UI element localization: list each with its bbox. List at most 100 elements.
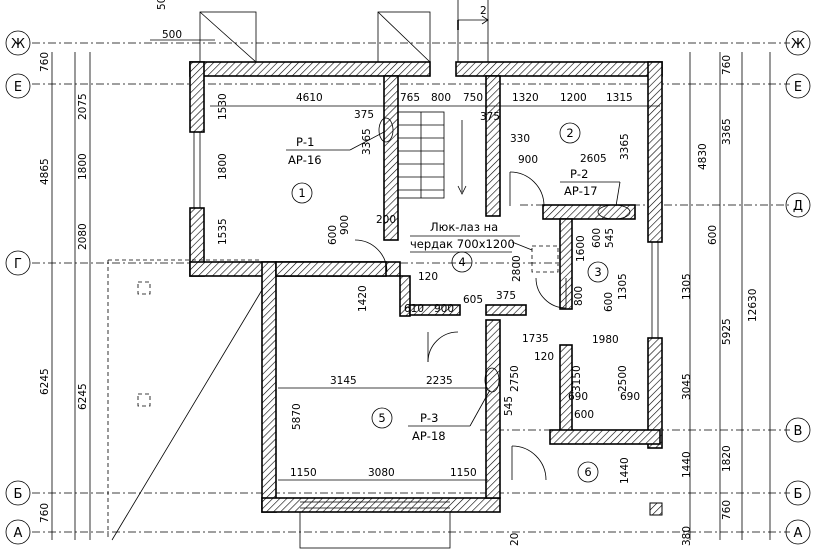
svg-text:1820: 1820 (721, 445, 733, 472)
svg-text:600: 600 (327, 225, 339, 245)
attic-hatch (511, 241, 559, 273)
svg-text:1800: 1800 (217, 153, 229, 180)
svg-text:1150: 1150 (290, 467, 317, 479)
room-5: 5 (371, 407, 393, 429)
svg-text:Б: Б (794, 487, 803, 502)
svg-text:6245: 6245 (77, 383, 89, 410)
svg-text:Ж: Ж (11, 37, 25, 52)
svg-text:А: А (794, 526, 803, 541)
svg-text:Ж: Ж (791, 37, 805, 52)
svg-text:5: 5 (378, 411, 385, 425)
svg-text:500: 500 (162, 29, 182, 41)
svg-text:605: 605 (463, 294, 483, 306)
svg-text:4830: 4830 (697, 143, 709, 170)
svg-text:Г: Г (14, 257, 22, 272)
axis-markers-left: Ж Е Г Б А (5, 30, 31, 545)
svg-text:380: 380 (681, 526, 693, 546)
svg-text:1420: 1420 (357, 285, 369, 312)
tag-r2: Р-2 АР-17 (560, 167, 631, 220)
svg-text:120: 120 (418, 271, 438, 283)
svg-text:765: 765 (400, 92, 420, 104)
axis-marker-e-left: Е (5, 73, 31, 99)
svg-text:750: 750 (463, 92, 483, 104)
axis-marker-v-right: В (785, 417, 811, 443)
svg-text:2075: 2075 (77, 93, 89, 120)
svg-text:1: 1 (298, 186, 305, 200)
svg-text:600: 600 (574, 409, 594, 421)
svg-text:1440: 1440 (619, 457, 631, 484)
axis-marker-b-left: Б (5, 480, 31, 506)
svg-text:2: 2 (566, 126, 573, 140)
svg-text:А: А (14, 526, 23, 541)
dims-inner: 3365 375 330 900 2605 3365 200 900 600 6… (290, 111, 693, 546)
svg-text:5870: 5870 (291, 403, 303, 430)
svg-text:690: 690 (568, 391, 588, 403)
svg-text:3365: 3365 (721, 118, 733, 145)
svg-text:20: 20 (509, 533, 521, 546)
dims-left: 760 4865 6245 760 2075 1800 2080 6245 15… (39, 52, 229, 523)
svg-text:690: 690 (620, 391, 640, 403)
svg-text:5925: 5925 (721, 318, 733, 345)
axis-marker-d-right: Д (785, 192, 811, 218)
axis-marker-a-right: А (785, 519, 811, 545)
section-tags: Р-1 АР-16 Р-2 АР-17 Р-3 АР-18 (286, 117, 631, 443)
tag-r3: Р-3 АР-18 (408, 367, 500, 443)
svg-text:Р-2: Р-2 (570, 167, 588, 181)
room-numbers: 1 2 3 4 5 6 (291, 122, 609, 483)
svg-text:3365: 3365 (619, 133, 631, 160)
windows (193, 132, 659, 509)
svg-text:900: 900 (434, 303, 454, 315)
svg-text:1600: 1600 (575, 235, 587, 262)
axis-marker-b-right: Б (785, 480, 811, 506)
svg-text:600: 600 (603, 292, 615, 312)
svg-text:600: 600 (707, 225, 719, 245)
svg-text:2: 2 (480, 5, 487, 17)
svg-text:900: 900 (518, 154, 538, 166)
svg-text:200: 200 (376, 214, 396, 226)
overhang-outline (107, 0, 489, 549)
svg-text:Люк-лаз на: Люк-лаз на (430, 220, 498, 234)
svg-text:375: 375 (480, 111, 500, 123)
svg-text:1535: 1535 (217, 218, 229, 245)
svg-text:1305: 1305 (681, 273, 693, 300)
svg-text:1150: 1150 (450, 467, 477, 479)
svg-text:610: 610 (404, 303, 424, 315)
svg-text:760: 760 (721, 55, 733, 75)
svg-text:чердак 700х1200: чердак 700х1200 (410, 237, 515, 251)
room-4: 4 (451, 251, 473, 273)
svg-text:АР-18: АР-18 (412, 429, 446, 443)
svg-text:1980: 1980 (592, 334, 619, 346)
svg-text:3150: 3150 (571, 365, 583, 392)
axis-marker-g-left: Г (5, 250, 31, 276)
svg-text:375: 375 (496, 290, 516, 302)
svg-text:1440: 1440 (681, 451, 693, 478)
svg-text:Б: Б (14, 487, 23, 502)
axis-markers-right: Ж Е Д В Б А (785, 30, 811, 545)
svg-text:2800: 2800 (511, 255, 523, 282)
svg-text:600: 600 (591, 228, 603, 248)
dimension-lines (51, 39, 771, 540)
svg-text:1320: 1320 (512, 92, 539, 104)
svg-text:120: 120 (534, 351, 554, 363)
walls (189, 61, 663, 513)
stairs (397, 111, 467, 199)
svg-text:800: 800 (573, 286, 585, 306)
svg-text:3080: 3080 (368, 467, 395, 479)
svg-text:760: 760 (39, 52, 51, 72)
svg-text:Е: Е (14, 80, 22, 95)
svg-text:АР-16: АР-16 (288, 153, 322, 167)
axis-marker-a-left: А (5, 519, 31, 545)
svg-text:900: 900 (339, 215, 351, 235)
svg-text:1305: 1305 (617, 273, 629, 300)
svg-text:АР-17: АР-17 (564, 184, 598, 198)
room-6: 6 (577, 461, 599, 483)
svg-text:Е: Е (794, 80, 802, 95)
svg-text:12630: 12630 (747, 289, 759, 322)
svg-text:3045: 3045 (681, 373, 693, 400)
svg-text:Д: Д (793, 199, 803, 214)
axis-marker-zh-right: Ж (785, 30, 811, 56)
svg-text:3145: 3145 (330, 375, 357, 387)
svg-text:6: 6 (584, 465, 591, 479)
room-1: 1 (291, 182, 313, 204)
